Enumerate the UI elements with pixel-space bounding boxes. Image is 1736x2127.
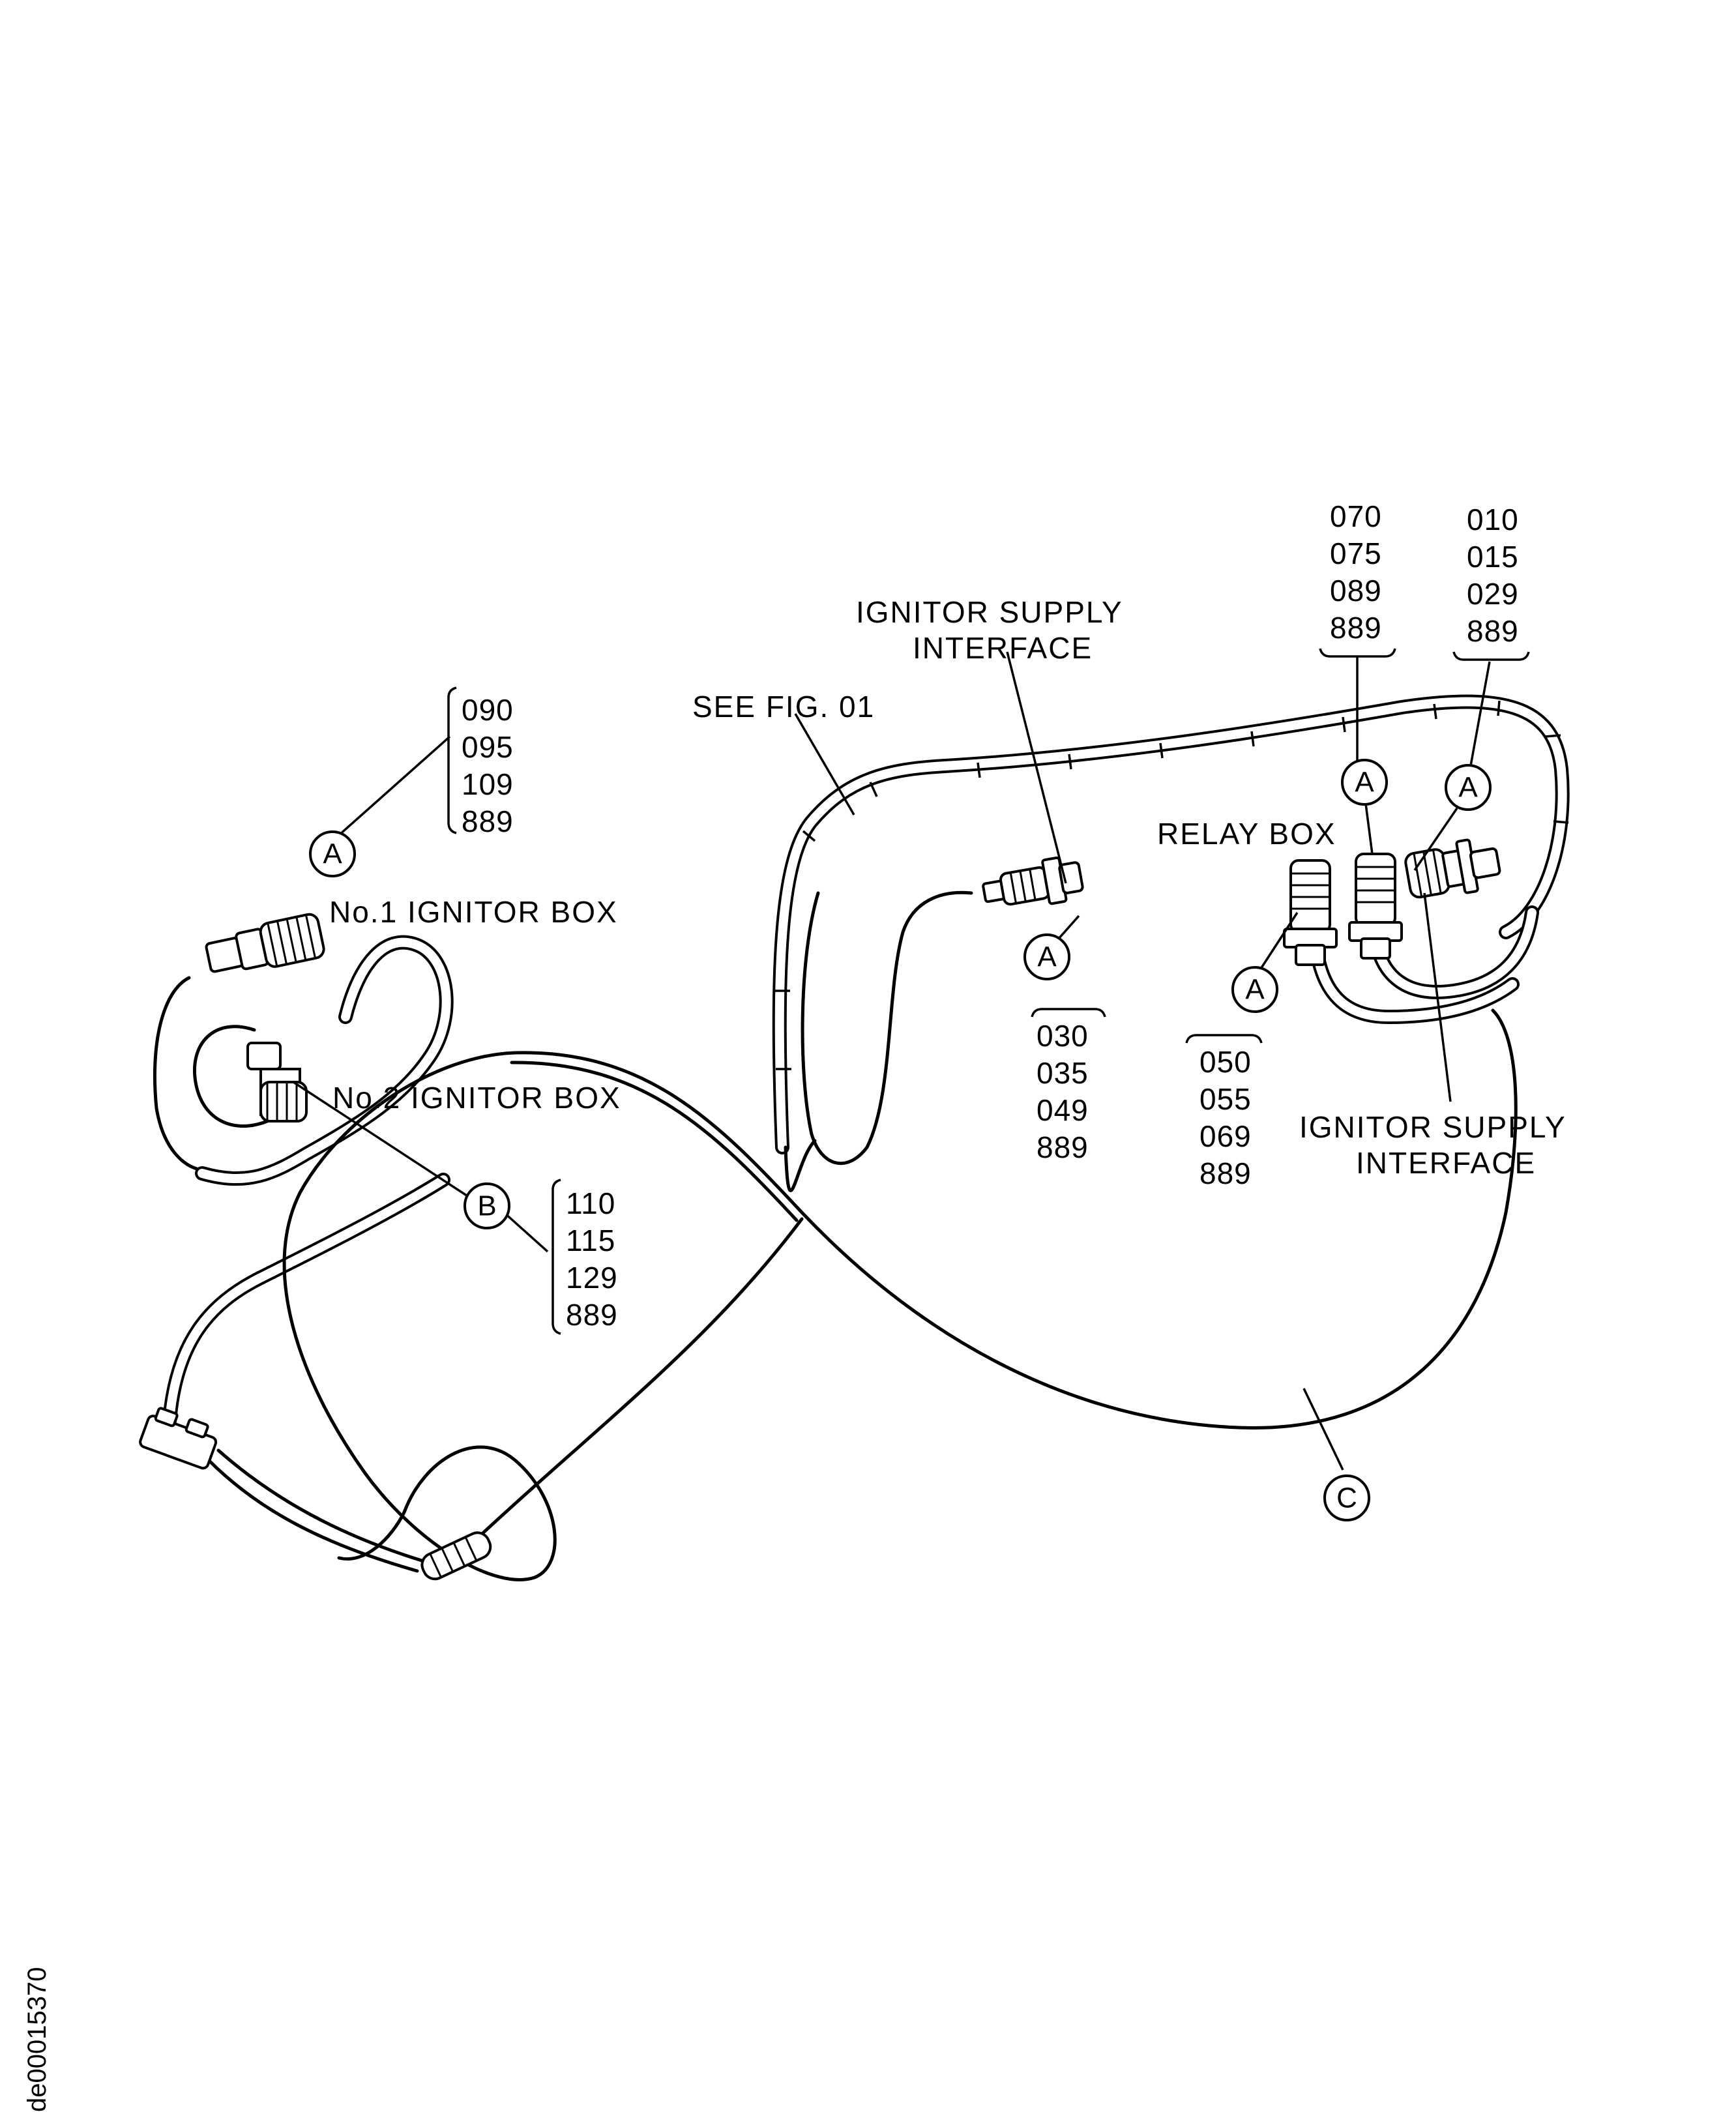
ignitor-supply-interface-top-line1: IGNITOR SUPPLY — [856, 595, 1123, 629]
document-id: de00015370 — [23, 1967, 51, 2112]
ignitor-supply-interface-top-line2: INTERFACE — [913, 631, 1093, 665]
interface-connector-center — [982, 856, 1084, 906]
part-numbers-a-no1: 090 095 109 889 — [462, 693, 514, 838]
part-number: 010 — [1467, 503, 1519, 536]
part-number: 889 — [1330, 611, 1382, 645]
splice-harness-fill — [165, 1175, 448, 1426]
part-number: 035 — [1037, 1056, 1089, 1090]
no2-ignitor-box-label: No.2 IGNITOR BOX — [332, 1081, 621, 1115]
cable-c-wire-2 — [510, 1061, 799, 1222]
part-number: 055 — [1199, 1082, 1252, 1116]
callout-a-interface: A — [1023, 933, 1070, 980]
part-number: 029 — [1467, 577, 1519, 611]
left-harness-fill — [198, 937, 451, 1184]
callout-letter: A — [1245, 974, 1265, 1006]
relay-connector-mid — [1348, 853, 1403, 960]
part-number: 090 — [462, 693, 514, 727]
no1-ignitor-connector — [205, 913, 325, 973]
ignitor-supply-interface-right-line1: IGNITOR SUPPLY — [1299, 1110, 1567, 1144]
ignitor-supply-interface-right-line2: INTERFACE — [1356, 1146, 1536, 1180]
part-numbers-a-relay-mid: 070 075 089 889 — [1330, 499, 1382, 645]
splice-harness-outline — [162, 1173, 450, 1428]
lower-bundle-a — [207, 1458, 419, 1573]
callout-letter: A — [323, 838, 342, 870]
component-labels: IGNITOR SUPPLY INTERFACE SEE FIG. 01 REL… — [329, 595, 1567, 1180]
part-number: 889 — [1199, 1156, 1252, 1190]
harness-wires — [153, 694, 1570, 1581]
part-number: 049 — [1037, 1093, 1089, 1127]
main-harness-fill — [774, 697, 1567, 1152]
part-number: 889 — [1037, 1130, 1089, 1164]
callout-letter: C — [1336, 1482, 1357, 1514]
part-number: 095 — [462, 730, 514, 764]
part-number: 070 — [1330, 499, 1382, 533]
splice-block — [139, 1407, 218, 1470]
part-numbers-a-interface: 030 035 049 889 — [1037, 1019, 1089, 1164]
part-numbers-b-no2: 110 115 129 889 — [566, 1186, 618, 1332]
cable-c-wire — [513, 1008, 1518, 1430]
part-number: 089 — [1330, 574, 1382, 608]
no2-box-wire — [193, 1025, 269, 1128]
see-fig-label: SEE FIG. 01 — [692, 690, 875, 724]
part-number: 889 — [566, 1298, 618, 1332]
part-number: 129 — [566, 1261, 618, 1295]
part-number: 115 — [566, 1224, 615, 1257]
no1-box-wire — [153, 976, 204, 1172]
callout-letter: A — [1037, 941, 1057, 973]
left-outer-loop — [282, 1051, 557, 1581]
part-numbers-a-relay-left: 050 055 069 889 — [1199, 1045, 1252, 1190]
callout-a-relay-right: A — [1445, 764, 1492, 811]
part-numbers-a-relay-right: 010 015 029 889 — [1467, 503, 1519, 648]
no2-ignitor-connector — [246, 1042, 308, 1122]
callout-a-relay-left: A — [1231, 966, 1278, 1013]
leader-lines — [293, 651, 1491, 1471]
brackets — [447, 648, 1530, 1335]
part-number: 015 — [1467, 540, 1519, 574]
callout-letter: A — [1355, 767, 1374, 799]
lower-bundle-b — [216, 1448, 426, 1563]
callout-a-relay-mid: A — [1341, 759, 1388, 806]
part-number: 110 — [566, 1186, 615, 1220]
relay-connector-right — [1404, 838, 1501, 899]
relay-box-label: RELAY BOX — [1157, 817, 1336, 851]
relay-bundle2-fill — [1371, 908, 1537, 997]
part-number: 889 — [1467, 614, 1519, 648]
part-number: 030 — [1037, 1019, 1089, 1053]
part-number: 069 — [1199, 1119, 1252, 1153]
tape-marks — [774, 700, 1569, 1070]
relay-bundle-fill — [1312, 947, 1517, 1021]
part-number: 109 — [462, 767, 514, 801]
lower-bundle-c — [454, 1217, 804, 1560]
part-number: 889 — [462, 804, 514, 838]
callout-b-no2: B — [463, 1182, 510, 1229]
callout-a-no1: A — [309, 830, 356, 877]
lower-loop-wire — [784, 1139, 817, 1192]
callout-letter: B — [477, 1190, 496, 1222]
inline-connector — [420, 1531, 492, 1581]
callout-c-cable: C — [1323, 1474, 1370, 1521]
part-number: 050 — [1199, 1045, 1252, 1079]
interface-loop-wire — [801, 890, 973, 1166]
callout-letter: A — [1458, 772, 1478, 804]
relay-connector-left — [1283, 859, 1338, 966]
part-number: 075 — [1330, 536, 1382, 570]
no1-ignitor-box-label: No.1 IGNITOR BOX — [329, 895, 618, 929]
